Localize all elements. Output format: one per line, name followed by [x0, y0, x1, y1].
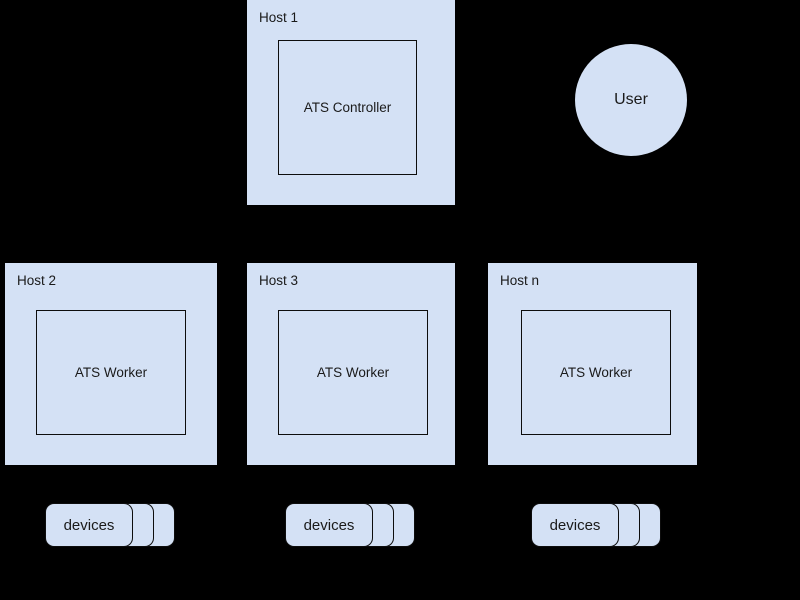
component-label-ats-worker-n: ATS Worker — [559, 365, 633, 380]
component-box-ats-controller[interactable]: ATS Controller — [278, 40, 417, 175]
device-stack-label-1: devices — [63, 516, 115, 534]
device-card-front[interactable]: devices — [285, 503, 373, 547]
component-label-ats-worker-2: ATS Worker — [316, 365, 390, 380]
device-card-front[interactable]: devices — [45, 503, 133, 547]
component-label-ats-controller: ATS Controller — [303, 100, 392, 115]
user-label: User — [614, 91, 648, 108]
component-box-ats-worker-1[interactable]: ATS Worker — [36, 310, 186, 435]
host-label-n: Host n — [500, 273, 540, 288]
host-box-controller[interactable]: Host 1 ATS Controller — [247, 0, 455, 205]
device-stack-1[interactable]: devices — [45, 503, 175, 547]
host-box-worker-n[interactable]: Host n ATS Worker — [488, 263, 697, 465]
device-stack-label-n: devices — [549, 516, 601, 534]
host-box-worker-1[interactable]: Host 2 ATS Worker — [5, 263, 217, 465]
device-stack-label-2: devices — [303, 516, 355, 534]
device-stack-n[interactable]: devices — [531, 503, 661, 547]
host-label-3: Host 3 — [259, 273, 299, 288]
device-card-front[interactable]: devices — [531, 503, 619, 547]
host-box-worker-2[interactable]: Host 3 ATS Worker — [247, 263, 455, 465]
host-label-2: Host 2 — [17, 273, 57, 288]
component-label-ats-worker-1: ATS Worker — [74, 365, 148, 380]
user-actor[interactable]: User — [575, 44, 687, 156]
component-box-ats-worker-2[interactable]: ATS Worker — [278, 310, 428, 435]
component-box-ats-worker-n[interactable]: ATS Worker — [521, 310, 671, 435]
device-stack-2[interactable]: devices — [285, 503, 415, 547]
host-label-1: Host 1 — [259, 10, 299, 25]
